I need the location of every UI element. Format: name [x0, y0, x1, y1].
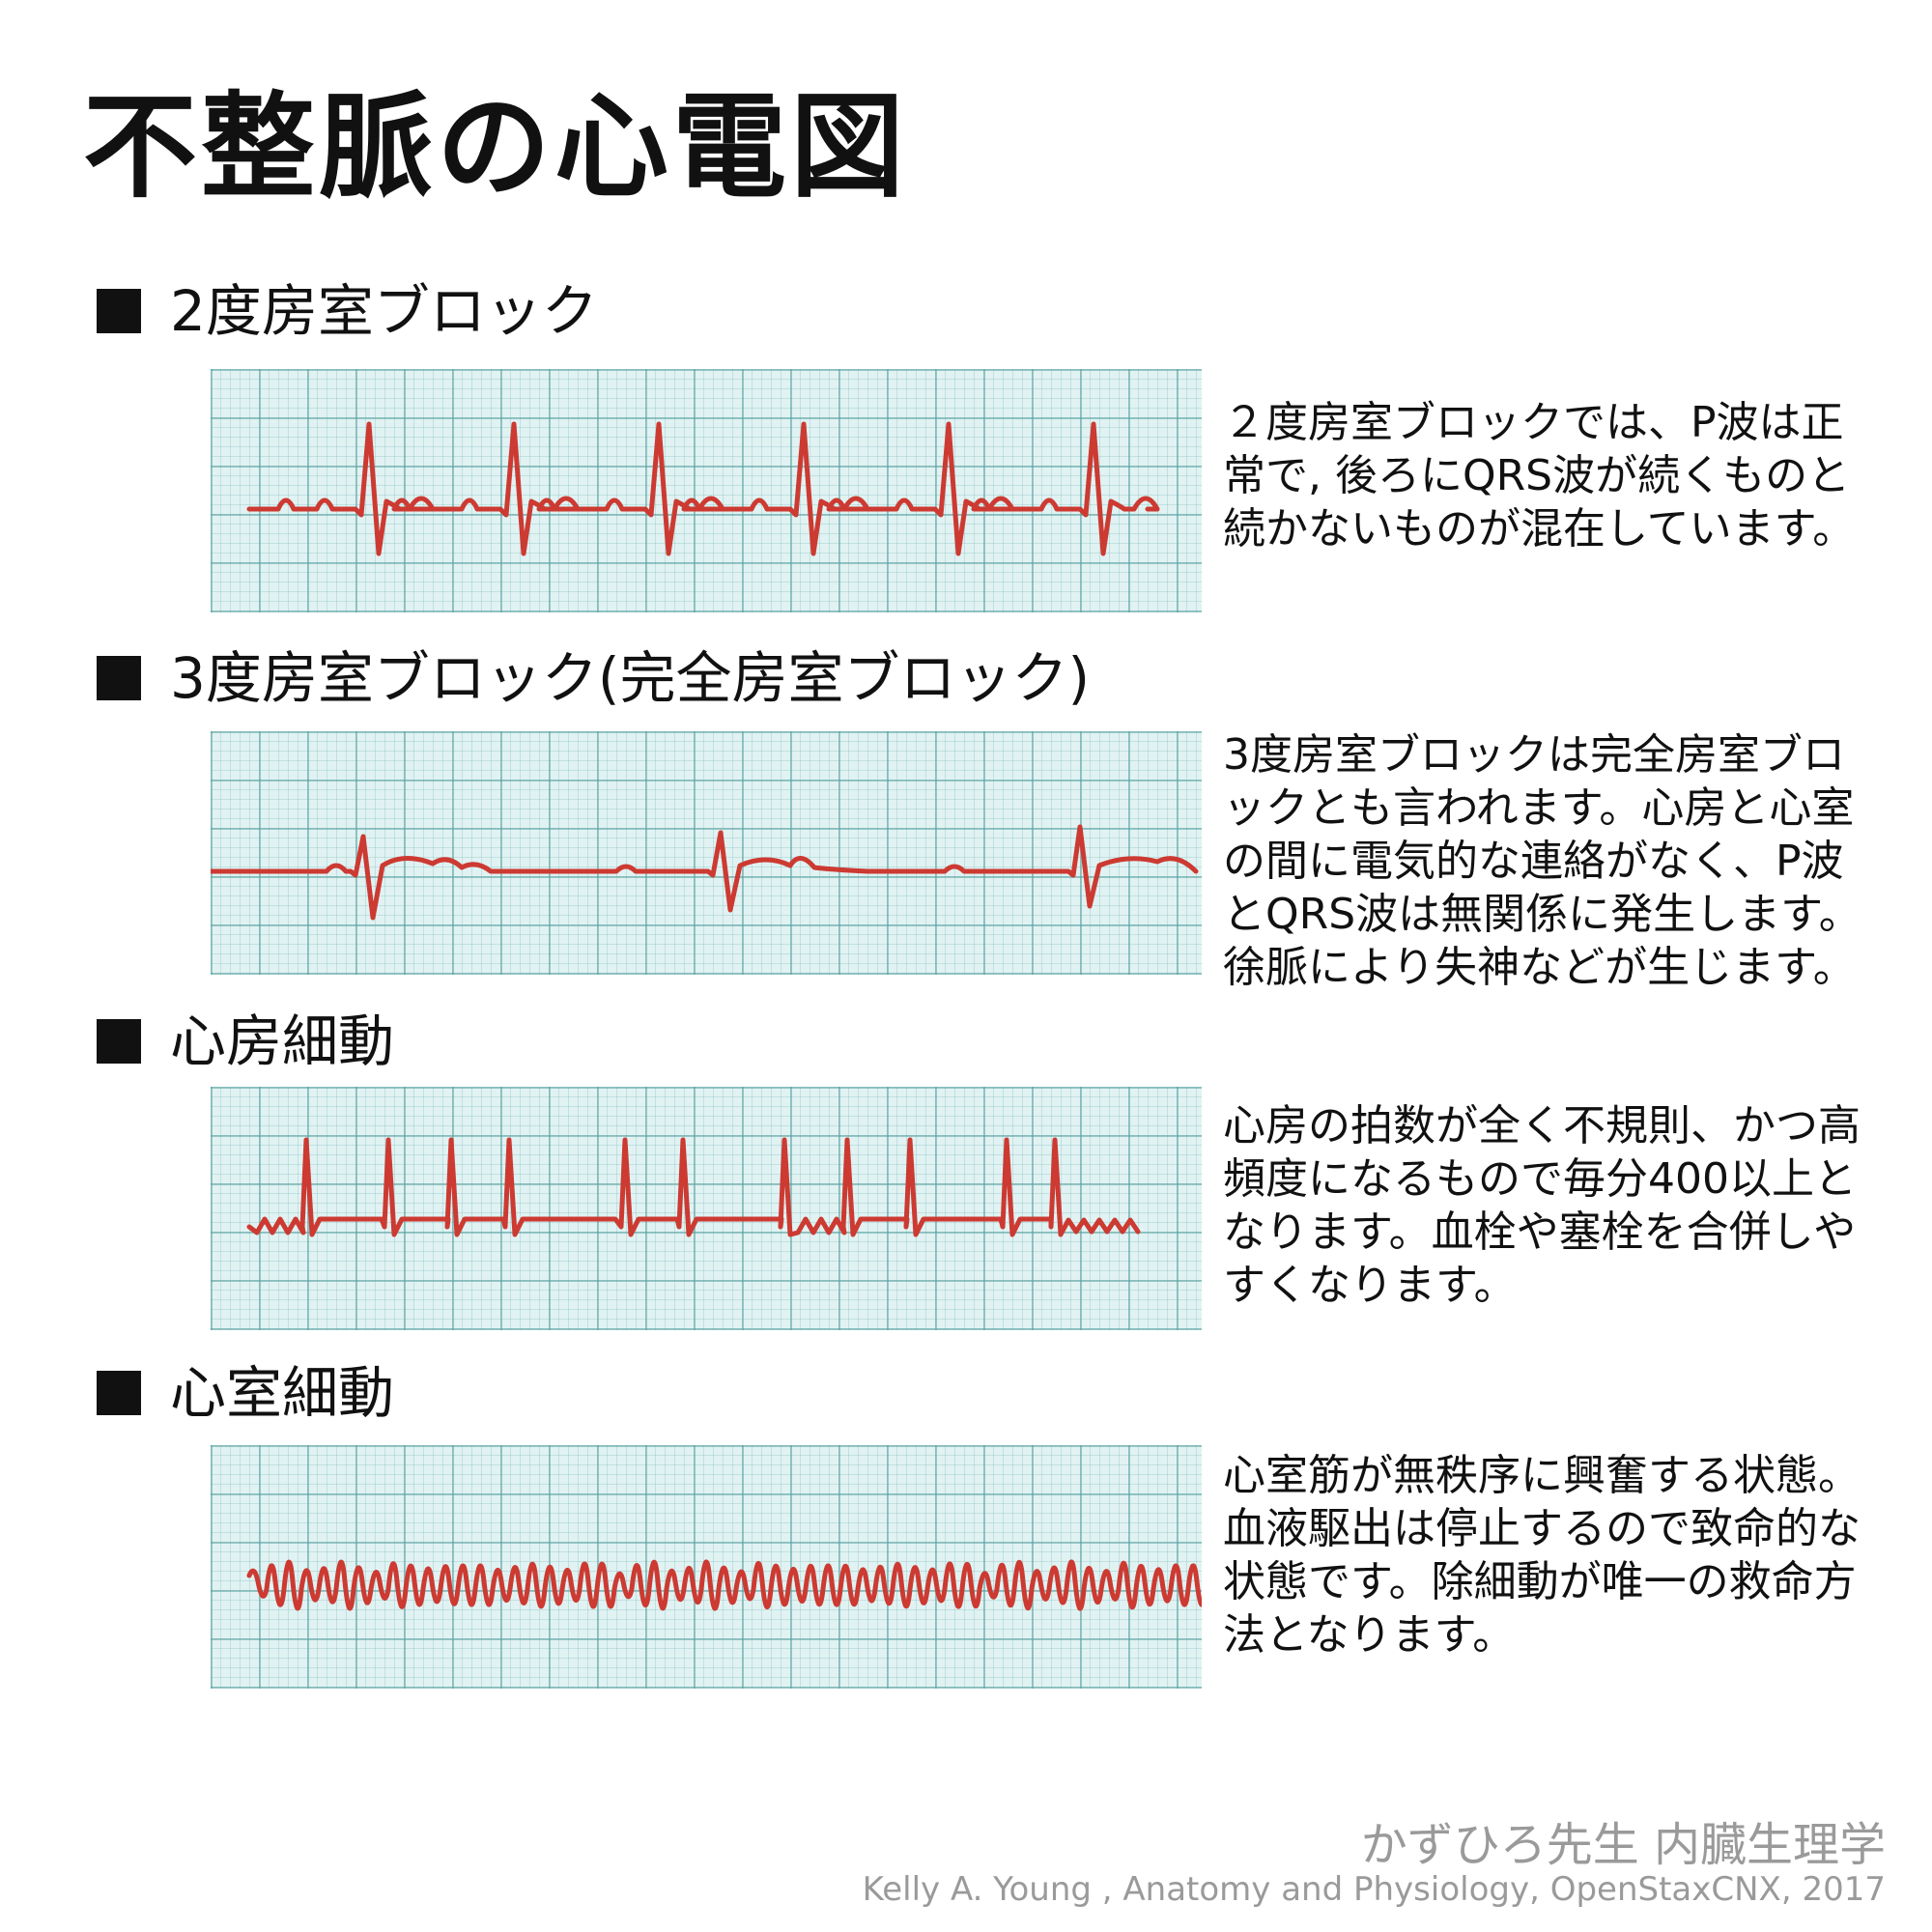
section-heading-third-degree: 3度房室ブロック(完全房室ブロック) [97, 650, 1090, 706]
black-square-icon [97, 1371, 141, 1415]
section-heading-text: 2度房室ブロック [170, 278, 598, 344]
section-heading-text: 3度房室ブロック(完全房室ブロック) [170, 645, 1091, 711]
ecg-svg [246, 421, 1160, 556]
black-square-icon [97, 656, 141, 700]
section-heading-ventricular-fibrillation: 心室細動 [97, 1365, 394, 1421]
ecg-svg [246, 1137, 1141, 1237]
description-ventricular-fibrillation: 心室筋が無秩序に興奮する状態。血液駆出は停止するので致命的な状態です。除細動が唯… [1223, 1451, 1861, 1660]
ecg-trace [246, 1137, 1141, 1237]
ecg-strip-third-degree-av-block [211, 731, 1202, 975]
black-square-icon [97, 289, 141, 333]
section-heading-second-degree: 2度房室ブロック [97, 283, 598, 339]
source-citation: Kelly A. Young , Anatomy and Physiology,… [862, 1870, 1886, 1909]
section-heading-atrial-fibrillation: 心房細動 [97, 1013, 394, 1069]
ecg-trace [246, 1559, 1202, 1611]
ecg-svg [246, 1559, 1202, 1611]
ecg-trace [211, 824, 1199, 921]
ecg-svg [211, 824, 1199, 921]
description-atrial-fibrillation: 心房の拍数が全く不規則、かつ高頻度になるもので毎分400以上となります。血栓や塞… [1223, 1101, 1861, 1310]
ecg-strip-ventricular-fibrillation [211, 1445, 1202, 1689]
author-credit: かずひろ先生 内臓生理学 [1360, 1818, 1886, 1872]
black-square-icon [97, 1019, 141, 1064]
description-second-degree: ２度房室ブロックでは、P波は正常で, 後ろにQRS波が続くものと続かないものが混… [1223, 398, 1856, 554]
ecg-trace [246, 421, 1160, 556]
page-title: 不整脈の心電図 [83, 80, 909, 213]
section-heading-text: 心房細動 [170, 1009, 395, 1074]
ecg-strip-second-degree-av-block [211, 369, 1202, 612]
ecg-strip-atrial-fibrillation [211, 1087, 1202, 1330]
description-third-degree: 3度房室ブロックは完全房室ブロックとも言われます。心房と心室の間に電気的な連絡が… [1223, 730, 1861, 992]
section-heading-text: 心室細動 [170, 1360, 395, 1426]
